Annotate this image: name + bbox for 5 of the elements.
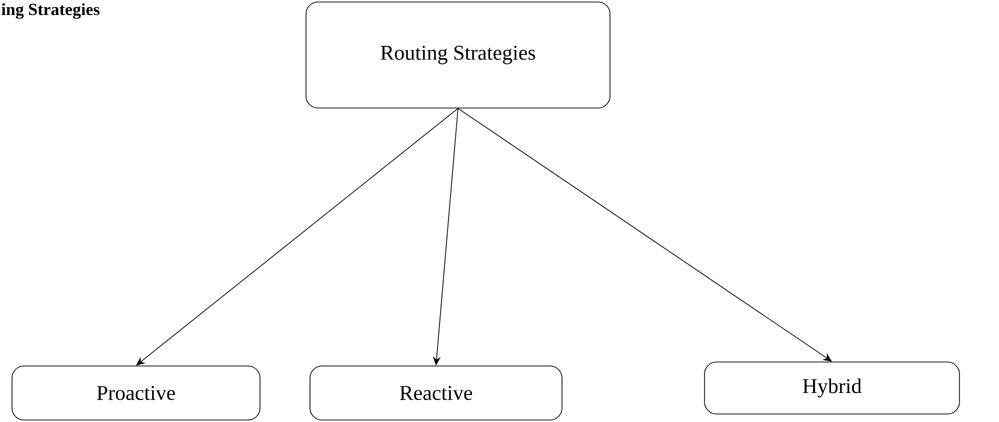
process-box: Reactive [310, 366, 562, 420]
heading: ing Strategies [2, 3, 100, 19]
process-box: Proactive [12, 366, 260, 420]
process-box: Routing Strategies [306, 2, 610, 108]
process-box: Hybrid [704, 362, 960, 414]
